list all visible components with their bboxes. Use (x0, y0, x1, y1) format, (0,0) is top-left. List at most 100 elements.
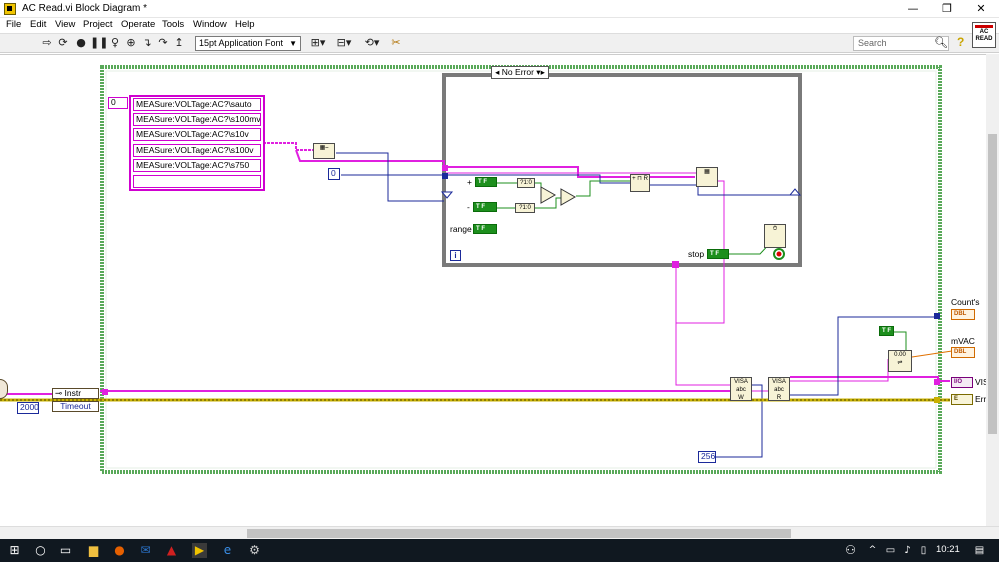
stop-label: stop (688, 249, 705, 259)
vertical-scrollbar[interactable] (986, 54, 999, 526)
stop-button-terminal[interactable]: T F (707, 249, 729, 259)
bool-constant-true[interactable]: T F (879, 326, 894, 336)
property-timeout[interactable]: Timeout (52, 401, 99, 412)
vertical-scrollbar-thumb[interactable] (988, 134, 997, 434)
index-array-inner-function[interactable]: ▦ (696, 167, 718, 187)
step-out-icon[interactable]: ↥ (174, 36, 184, 49)
retain-wire-values-icon[interactable]: ⊕ (126, 36, 136, 49)
labview-taskbar-icon[interactable]: ▶ (192, 543, 207, 558)
people-icon[interactable]: ⚇ (845, 543, 856, 557)
app-taskbar-icon[interactable]: ⚙ (249, 543, 260, 557)
case-next-icon[interactable]: ▾▸ (536, 67, 545, 77)
maximize-button[interactable]: ❐ (942, 2, 952, 15)
case-structure (442, 73, 802, 267)
taskbar: ⊞ ○ ▭ ▆ ● ✉ ▲ ▶ e ⚙ ⚇ ^ ▭ ♪ ▯ 10:21 ▤ (0, 539, 999, 562)
abort-icon[interactable]: ● (76, 36, 86, 49)
string-array-item[interactable]: MEASure:VOLTage:AC?\s10v (133, 128, 261, 141)
string-array-item[interactable]: MEASure:VOLTage:AC?\sauto (133, 98, 261, 111)
case-selector[interactable]: ◂ No Error ▾▸ (491, 66, 549, 79)
vi-icon[interactable]: AC READ (972, 22, 996, 48)
firefox-icon[interactable]: ● (114, 543, 125, 557)
range-label: range (450, 224, 472, 234)
run-arrow-icon[interactable]: ⇨ (42, 36, 52, 49)
align-objects-icon[interactable]: ⊞▾ (310, 36, 326, 49)
horizontal-scrollbar[interactable] (0, 526, 999, 539)
property-node-icon: ⊸ (55, 388, 63, 398)
bool-constant-plus[interactable]: T F (475, 177, 497, 187)
fract-exp-string-to-number-function[interactable]: 0.00⇌ (888, 350, 912, 372)
task-view-icon[interactable]: ▭ (59, 543, 72, 557)
search-icon[interactable]: 🔍︎ (934, 37, 948, 49)
wait-ms-timer-function[interactable]: ⏱ (764, 224, 786, 248)
edge-icon[interactable]: e (223, 543, 232, 557)
highlight-execution-icon[interactable]: ♀ (110, 36, 120, 49)
string-array-item[interactable]: MEASure:VOLTage:AC?\s750 (133, 159, 261, 172)
string-array-item[interactable] (133, 175, 261, 188)
byte-count-constant[interactable]: 256 (698, 451, 716, 463)
menu-operate[interactable]: Operate (121, 19, 156, 30)
mvac-indicator[interactable]: DBL (951, 347, 975, 358)
windows-start-icon[interactable]: ⊞ (9, 543, 20, 557)
bool-constant-minus[interactable]: T F (473, 202, 497, 212)
visa-out-label: VIS (975, 377, 989, 387)
counts-indicator[interactable]: DBL (951, 309, 975, 320)
menu-help[interactable]: Help (235, 19, 255, 30)
step-into-icon[interactable]: ↴ (142, 36, 152, 49)
property-node-class: Instr (64, 388, 82, 398)
menu-window[interactable]: Window (193, 19, 227, 30)
minimize-button[interactable]: — (907, 2, 919, 15)
tray-chevron-icon[interactable]: ^ (868, 545, 877, 555)
acrobat-icon[interactable]: ▲ (166, 543, 177, 557)
step-over-icon[interactable]: ↷ (158, 36, 168, 49)
timeout-value-constant[interactable]: 2000 (17, 402, 39, 414)
font-select-value: 15pt Application Font (199, 38, 284, 48)
menu-view[interactable]: View (55, 19, 76, 30)
pause-icon[interactable]: ❚❚ (90, 36, 109, 49)
string-array-item[interactable]: MEASure:VOLTage:AC?\s100mv (133, 113, 261, 126)
reorder-icon[interactable]: ⟲▾ (364, 36, 380, 49)
toolbar: ⇨ ⟳ ● ❚❚ ♀ ⊕ ↴ ↷ ↥ 15pt Application Font… (0, 33, 999, 53)
horizontal-scrollbar-thumb[interactable] (247, 529, 791, 538)
loop-iteration-terminal: i (450, 250, 461, 261)
error-out-label: Err (975, 394, 987, 404)
taskbar-clock[interactable]: 10:21 (936, 544, 960, 555)
close-button[interactable]: ✕ (976, 2, 986, 15)
outlook-icon[interactable]: ✉ (140, 543, 151, 557)
index-array-function[interactable]: ▦⎯ (313, 143, 335, 159)
clean-up-diagram-icon[interactable]: ✂ (391, 36, 401, 49)
run-continuously-icon[interactable]: ⟳ (58, 36, 68, 49)
range-control-terminal[interactable]: T F (473, 224, 497, 234)
property-node[interactable]: ⊸ Instr (52, 388, 99, 399)
labview-app-icon (4, 3, 16, 15)
search-input[interactable]: Search (853, 36, 949, 51)
case-selector-value: No Error (501, 67, 534, 77)
shift-register-left (440, 191, 454, 199)
block-diagram-canvas[interactable]: 0 MEASure:VOLTage:AC?\sauto MEASure:VOLT… (0, 54, 999, 526)
font-select[interactable]: 15pt Application Font ▼ (195, 36, 301, 51)
menu-project[interactable]: Project (83, 19, 113, 30)
network-icon[interactable]: ▭ (885, 545, 896, 556)
mvac-label: mVAC (951, 336, 975, 346)
case-prev-icon[interactable]: ◂ (495, 67, 500, 77)
index-zero-constant[interactable]: 0 (328, 168, 340, 180)
battery-icon[interactable]: ▯ (920, 545, 927, 556)
menu-file[interactable]: File (6, 19, 22, 30)
search-icon[interactable]: ○ (35, 543, 46, 557)
notifications-icon[interactable]: ▤ (974, 545, 985, 556)
menu-edit[interactable]: Edit (30, 19, 47, 30)
counts-label: Count's (951, 297, 980, 307)
in-range-coerce-function[interactable]: + ⊓ R (630, 174, 650, 192)
array-index-display[interactable]: 0 (108, 97, 128, 109)
context-help-icon[interactable]: ? (957, 35, 965, 49)
string-array-item[interactable]: MEASure:VOLTage:AC?\s100v (133, 144, 261, 157)
file-explorer-icon[interactable]: ▆ (88, 543, 99, 557)
distribute-objects-icon[interactable]: ⊟▾ (336, 36, 352, 49)
volume-icon[interactable]: ♪ (904, 545, 911, 556)
visa-resource-out-terminal[interactable]: I/O (951, 377, 973, 388)
error-out-terminal[interactable]: E (951, 394, 973, 405)
menu-tools[interactable]: Tools (162, 19, 185, 30)
plus-label: + (467, 177, 472, 187)
window-title: AC Read.vi Block Diagram * (22, 3, 148, 14)
